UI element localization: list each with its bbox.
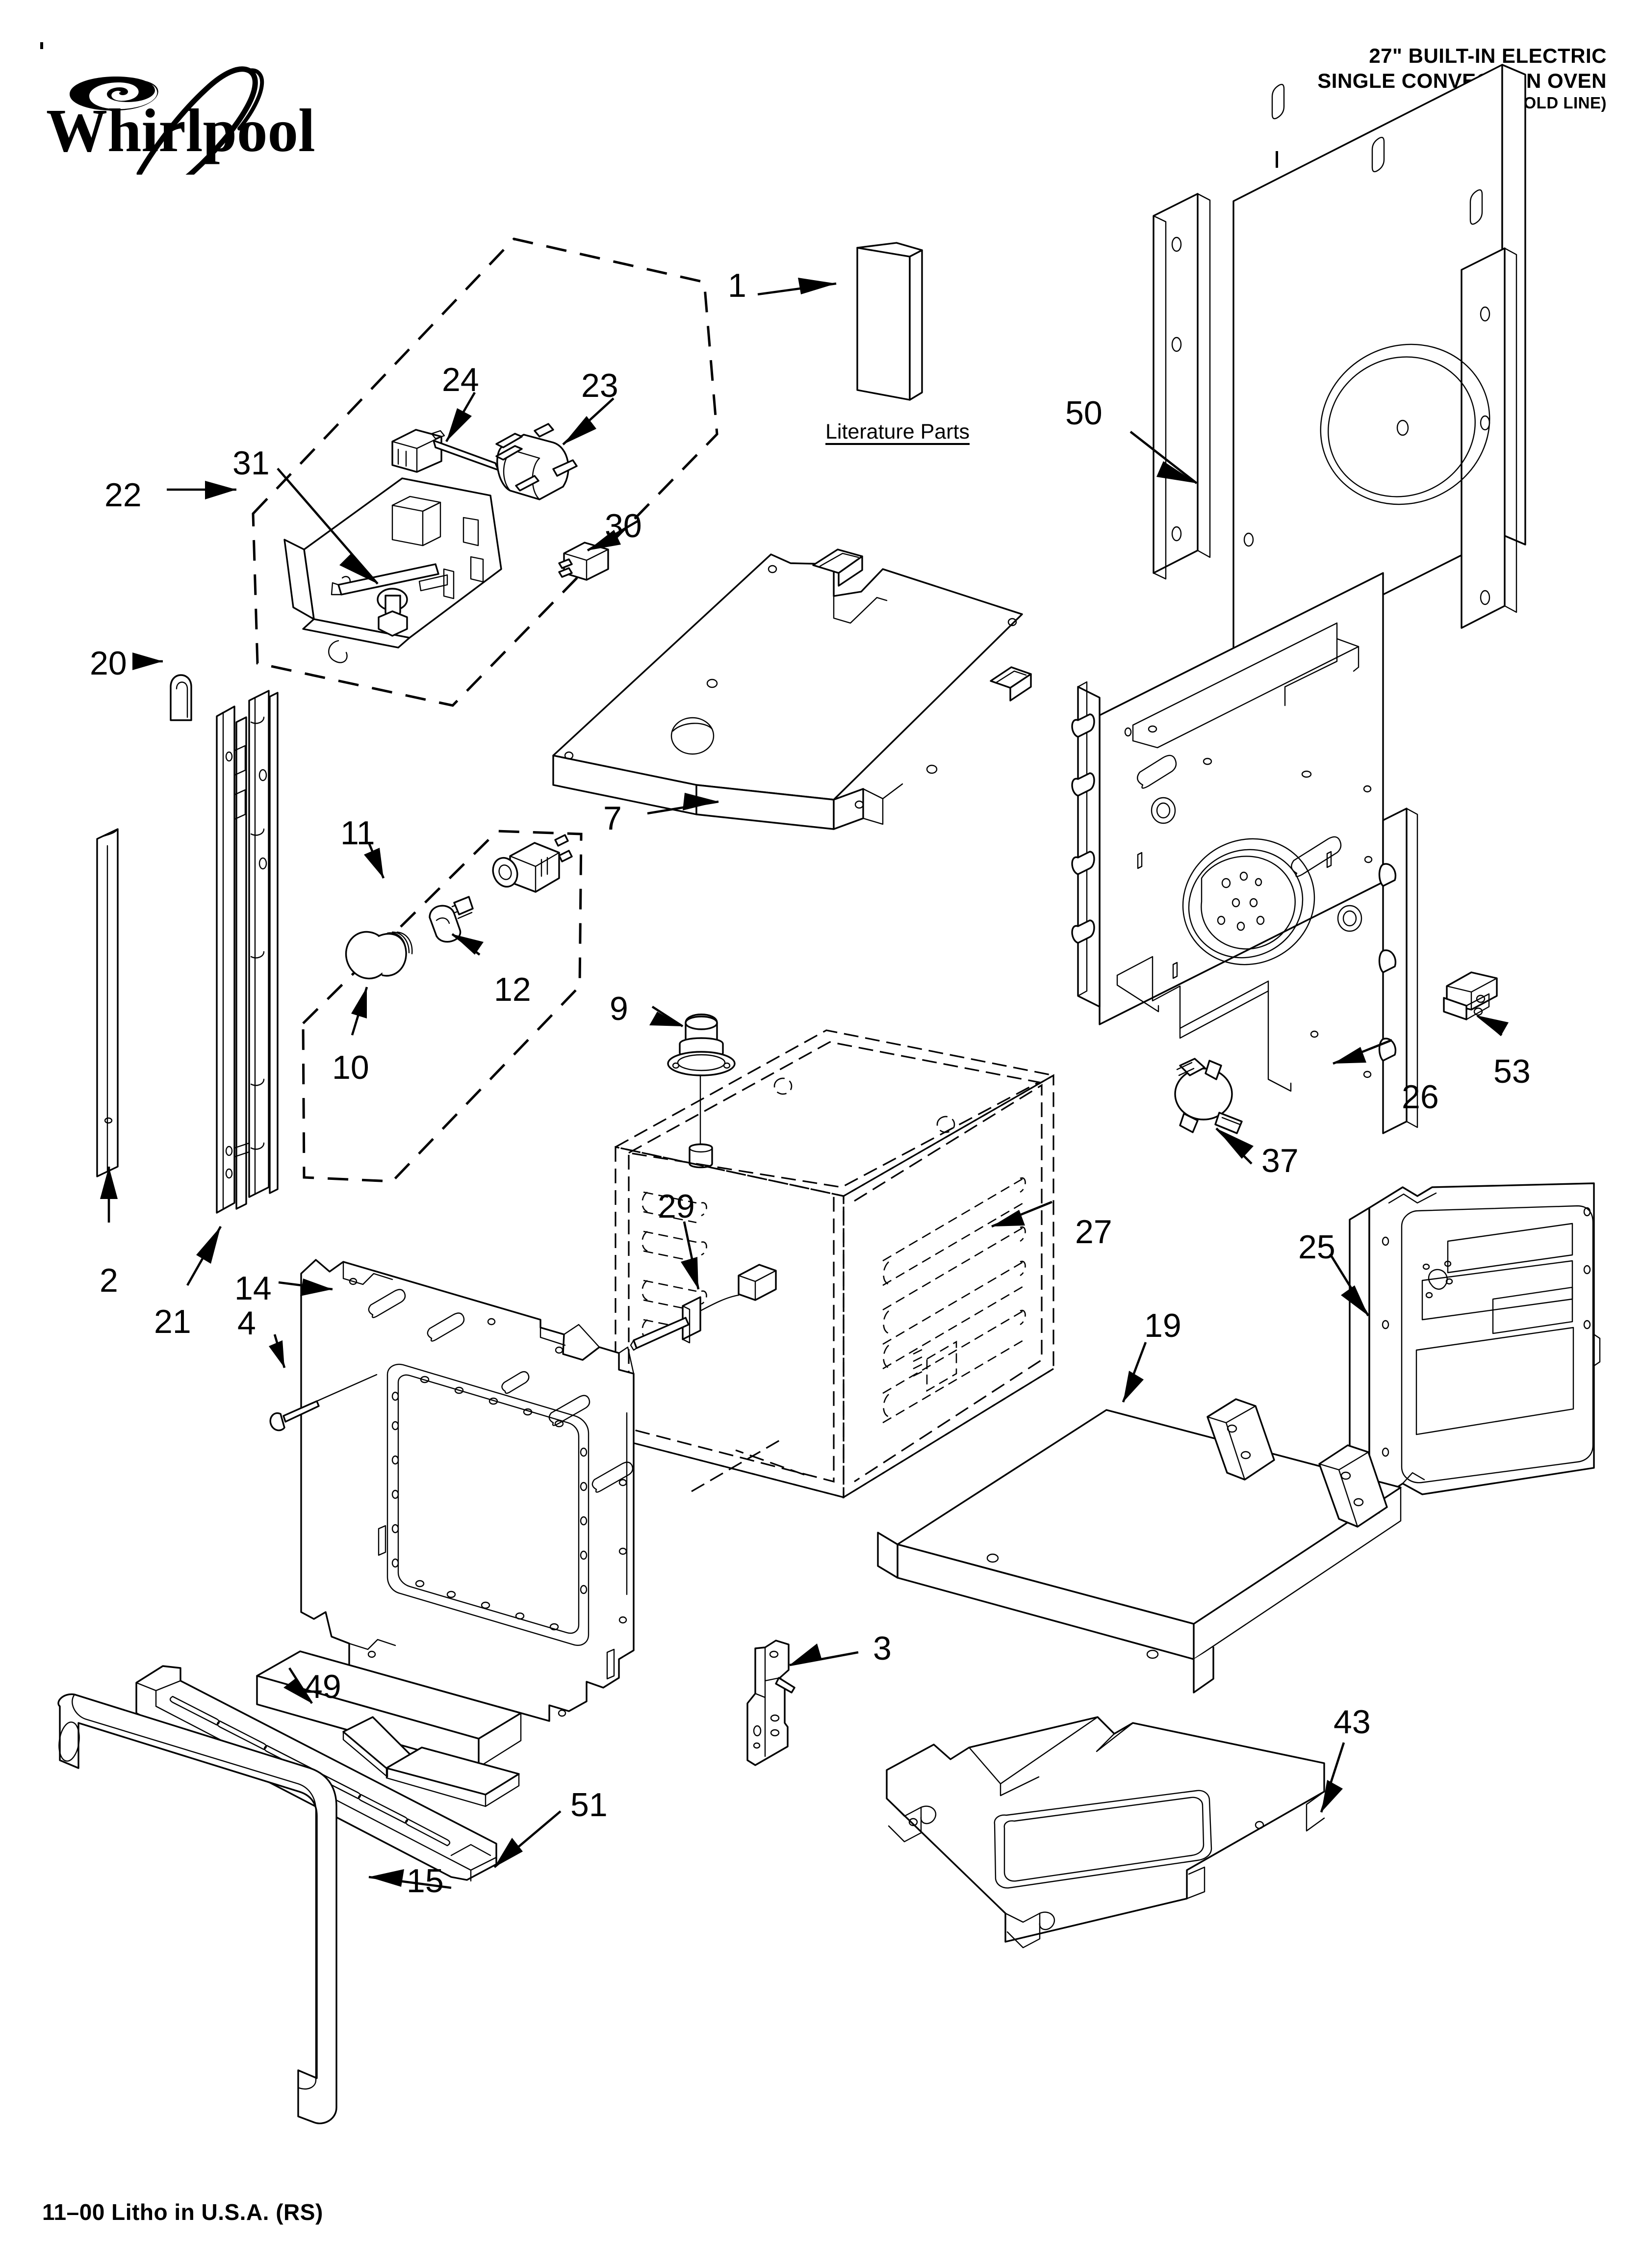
callout-number-31: 31 [232, 444, 270, 482]
callout-number-25: 25 [1298, 1228, 1335, 1266]
part-door-gasket [57, 1693, 337, 2124]
callout-number-30: 30 [605, 507, 642, 545]
part-cover-panel [877, 1398, 1402, 1694]
part-latch-motor [495, 423, 578, 500]
registration-tick-secondary-icon [1276, 151, 1278, 168]
callout-number-12: 12 [494, 971, 531, 1008]
part-side-panel [1349, 1182, 1601, 1521]
part-top-panel [552, 548, 1032, 830]
part-lamp-lens [345, 931, 413, 980]
part-vent-tube [667, 1014, 736, 1169]
callout-number-37: 37 [1261, 1142, 1299, 1179]
part-side-trim-rod [96, 828, 119, 1177]
callout-number-19: 19 [1144, 1307, 1181, 1344]
part-rear-panel [1153, 64, 1526, 671]
part-oven-sensor [630, 1264, 777, 1351]
callout-number-27: 27 [1075, 1213, 1112, 1251]
part-oven-cavity-liner [613, 1029, 1056, 1499]
part-micro-switch [558, 542, 609, 581]
callout-number-2: 2 [100, 1262, 118, 1299]
part-convection-fan-panel [1071, 572, 1418, 1134]
part-side-rail [216, 690, 279, 1214]
callout-number-23: 23 [581, 367, 618, 404]
group-lamp-assembly-outline [302, 830, 583, 1183]
part-plug-cap [170, 674, 192, 721]
part-trim-channel [256, 1650, 522, 1807]
registration-tick-icon [40, 42, 43, 49]
callout-number-51: 51 [570, 1786, 608, 1824]
part-screw [269, 1374, 378, 1432]
callout-number-7: 7 [603, 800, 622, 837]
callout-number-11: 11 [340, 814, 375, 852]
callout-number-20: 20 [90, 645, 127, 682]
svg-text:Whirlpool: Whirlpool [46, 97, 315, 165]
callout-number-49: 49 [304, 1668, 341, 1705]
part-bottom-pan [886, 1716, 1325, 1949]
callout-number-3: 3 [873, 1630, 892, 1667]
footer-print-code: 11–00 Litho in U.S.A. (RS) [42, 2199, 323, 2225]
callout-number-1: 1 [728, 267, 746, 304]
callout-number-53: 53 [1493, 1053, 1531, 1090]
part-lamp-socket [492, 834, 573, 893]
page-title-line-1: 27" BUILT-IN ELECTRIC [1369, 44, 1607, 67]
part-hinge-bracket [746, 1640, 795, 1766]
callout-number-14: 14 [234, 1270, 272, 1307]
callout-number-4: 4 [237, 1304, 256, 1342]
part-door-switch [391, 429, 499, 473]
part-latch-bracket [283, 477, 502, 663]
callout-number-26: 26 [1402, 1078, 1439, 1116]
callout-number-10: 10 [332, 1049, 369, 1086]
part-thermal-cut-off [1174, 1058, 1243, 1134]
whirlpool-logo: Whirlpool [41, 47, 345, 187]
part-literature-booklet [856, 242, 923, 401]
callout-number-22: 22 [104, 476, 142, 514]
callout-number-29: 29 [658, 1188, 695, 1225]
callout-number-50: 50 [1065, 394, 1103, 432]
callout-number-21: 21 [154, 1303, 191, 1340]
literature-parts-label: Literature Parts [825, 420, 970, 443]
callout-number-9: 9 [610, 990, 628, 1027]
part-oven-lamp-bulb [429, 896, 474, 943]
part-bracket-clip [1443, 971, 1498, 1020]
group-latch-assembly-outline [252, 237, 718, 707]
callout-number-24: 24 [442, 361, 479, 398]
callout-number-15: 15 [407, 1862, 444, 1900]
part-front-frame [300, 1259, 635, 1722]
callout-number-43: 43 [1334, 1703, 1371, 1741]
